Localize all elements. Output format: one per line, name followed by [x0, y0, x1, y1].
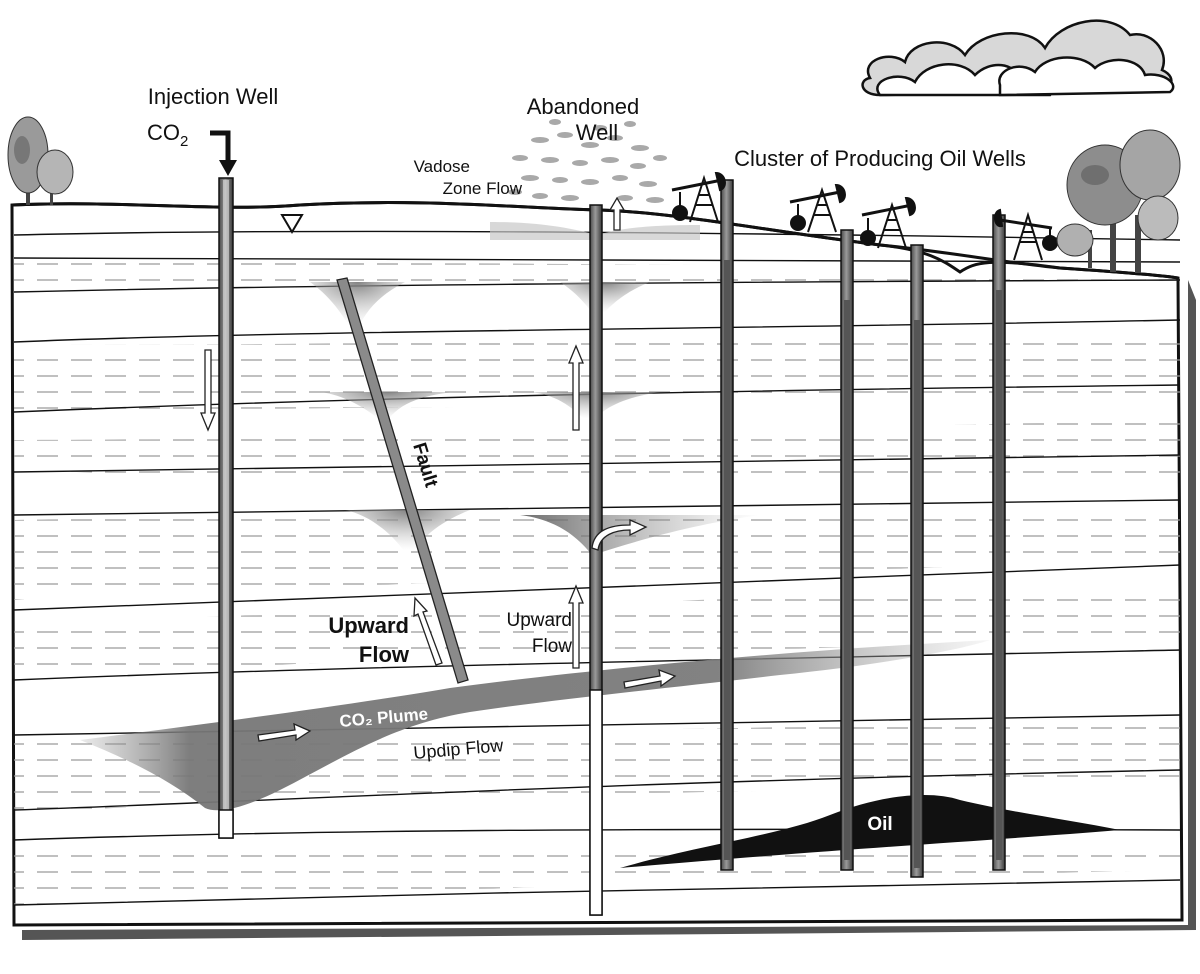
abandoned-up-arrow-2 — [568, 584, 584, 669]
producing-wells-label: Cluster of Producing Oil Wells — [734, 146, 1026, 171]
upward-flow-label-1: Upward — [507, 610, 572, 631]
lateral-leak-arrow — [591, 519, 648, 551]
abandoned-well-label-2: Well — [576, 120, 618, 145]
surface-up-arrow — [608, 196, 626, 231]
tree-right — [1056, 129, 1181, 273]
plume-arrow-1 — [257, 722, 312, 742]
injection-well — [210, 130, 237, 839]
co2-injection-prefix: CO — [147, 120, 180, 145]
upward-flow-bold-label-1: Upward — [328, 613, 409, 638]
vadose-zone-label-2: Zone Flow — [443, 179, 523, 198]
upward-flow-bold-label-2: Flow — [359, 642, 410, 667]
co2-injection-subscript: 2 — [180, 133, 188, 150]
pump-jacks — [671, 171, 1058, 261]
co2-plume — [80, 640, 990, 811]
abandoned-up-arrow-1 — [568, 344, 584, 431]
labels: Injection Well CO2 Abandoned Well Vadose… — [147, 84, 1026, 835]
oil-label: Oil — [867, 814, 892, 835]
flow-arrows — [200, 196, 677, 742]
tree-left — [7, 116, 74, 205]
abandoned-well-label-1: Abandoned — [527, 94, 640, 119]
fault — [336, 277, 469, 684]
fault-up-arrow — [413, 596, 443, 666]
ground-surface — [11, 201, 1179, 280]
plume-arrow-2 — [623, 668, 677, 689]
co2-injection-label: CO2 — [147, 120, 188, 150]
producing-wells — [720, 179, 1006, 878]
vadose-zone-label-1: Vadose — [414, 157, 470, 176]
leakage-zones — [310, 222, 760, 560]
vadose-gas — [508, 119, 667, 203]
upward-flow-label-2: Flow — [532, 636, 572, 657]
clouds — [861, 19, 1175, 97]
abandoned-well — [589, 204, 603, 916]
water-table-icon — [280, 214, 304, 234]
injection-well-label: Injection Well — [148, 84, 278, 109]
down-flow-arrow — [200, 349, 216, 432]
